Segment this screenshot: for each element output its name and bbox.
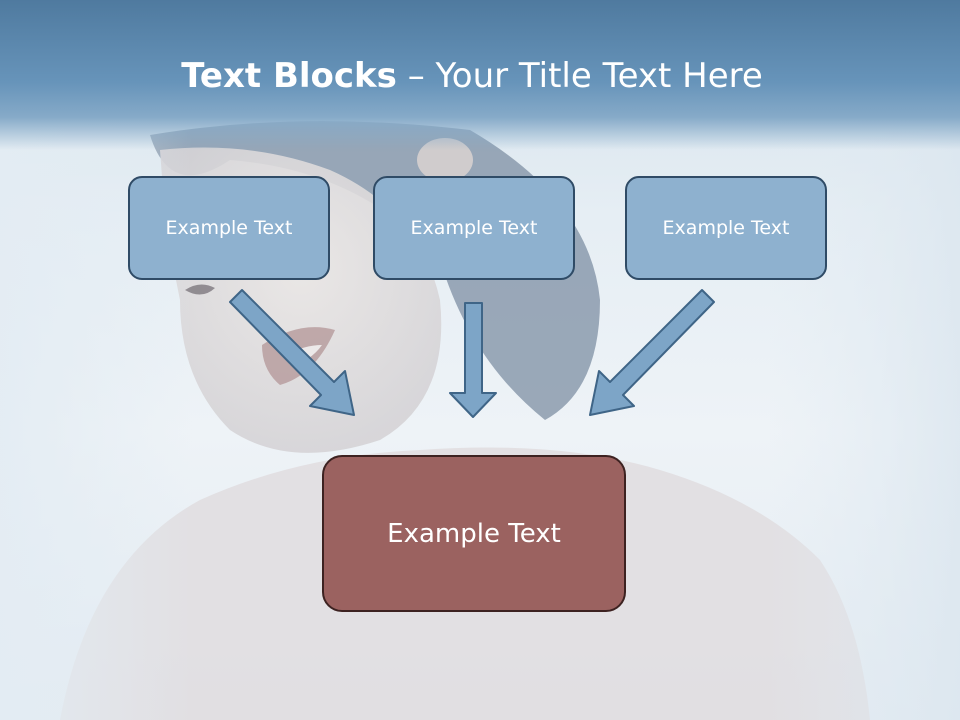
slide-title: Text Blocks – Your Title Text Here [0,52,944,100]
text-block-top-right[interactable]: Example Text [625,176,827,280]
arrow-right-to-center [589,289,715,416]
arrow-left-to-center [229,289,355,416]
text-block-label: Example Text [662,217,790,239]
title-separator: – [396,56,436,96]
title-bar [0,0,960,150]
text-block-bottom[interactable]: Example Text [322,455,626,612]
text-block-label: Example Text [410,217,538,239]
text-block-top-left[interactable]: Example Text [128,176,330,280]
title-rest: Your Title Text Here [435,56,763,96]
text-block-label: Example Text [387,518,561,549]
text-block-top-center[interactable]: Example Text [373,176,575,280]
arrow-middle-down [449,302,497,418]
text-block-label: Example Text [165,217,293,239]
title-bold-part: Text Blocks [181,56,397,96]
